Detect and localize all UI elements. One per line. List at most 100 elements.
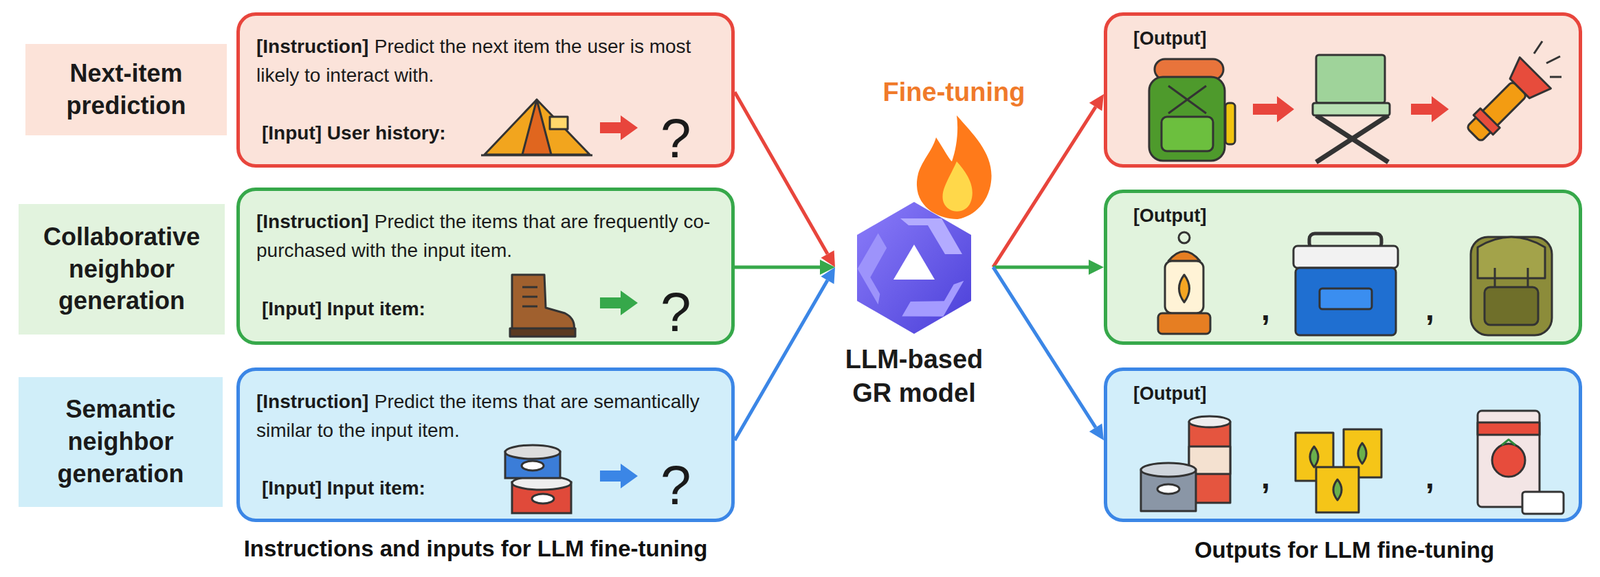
tent-icon-part [481, 154, 593, 157]
cans-icon-part [1316, 467, 1359, 513]
band-label: Collaborative neighbor generation [25, 221, 218, 318]
flow-arrow [993, 94, 1104, 268]
task-label-band: Semantic neighbor generation [18, 377, 223, 508]
backpack-icon-part [1149, 76, 1225, 161]
lantern-icon-part [1168, 251, 1200, 262]
section-caption: Instructions and inputs for LLM fine-tun… [97, 534, 854, 564]
cans-icon-part [1358, 443, 1367, 464]
flashlight-icon-part [1457, 57, 1551, 151]
boot-icon-part [522, 305, 538, 308]
backpack-icon-part [1484, 287, 1539, 326]
cans-icon-part [1189, 446, 1231, 475]
backpack-icon [1470, 237, 1552, 336]
backpack-icon-part [1168, 85, 1207, 114]
flashlight-icon-part [1549, 76, 1562, 79]
instruction-tag: [Instruction] [256, 391, 369, 413]
node-text: [Input] Input item: [261, 476, 426, 502]
arrow-line [993, 265, 1089, 269]
node-text: [Output] [1133, 204, 1207, 229]
llm-logo-part [893, 244, 935, 280]
chair-icon-part [1316, 54, 1385, 104]
cooler-icon [1293, 233, 1398, 336]
lantern-icon [1158, 232, 1211, 335]
band-label: Next-item prediction [32, 57, 220, 123]
cans-icon-part [1157, 484, 1180, 495]
arrow-line [993, 267, 1096, 428]
flow-arrow [993, 267, 1104, 441]
backpack-icon-part [1477, 237, 1546, 279]
cans-icon-part [531, 494, 554, 504]
backpack-icon-part [1154, 59, 1224, 80]
cans-icon-part [1343, 429, 1382, 478]
cans-icon [505, 445, 572, 514]
section-caption: Outputs for LLM fine-tuning [1000, 536, 1600, 565]
boot-icon-part [522, 296, 538, 299]
boot-icon-part [522, 286, 538, 289]
block-arrow [600, 463, 638, 489]
backpack-icon [1149, 59, 1236, 161]
chair-icon-part [1316, 115, 1389, 163]
llm-logo-part-part [847, 232, 910, 305]
cooler-icon-part [1295, 268, 1396, 336]
llm-logo [847, 202, 972, 335]
cooler-icon-part [1309, 233, 1382, 249]
tomato-can-icon-part [1477, 422, 1540, 436]
symbol-text: , [1261, 289, 1271, 330]
cans-icon-part [1140, 470, 1196, 512]
flashlight-icon-part-part [1473, 108, 1500, 135]
backpack-icon-part [1161, 116, 1214, 152]
arrow-line [734, 280, 828, 441]
cans-icon-part [512, 476, 572, 491]
flashlight-icon-part [1534, 41, 1543, 54]
block-arrow [600, 115, 638, 141]
task-label-band: Collaborative neighbor generation [18, 204, 225, 335]
flashlight-icon-part-part [1504, 57, 1552, 105]
block-arrow [1252, 96, 1295, 123]
cans-icon-part [512, 482, 572, 514]
llm-logo-part [847, 232, 910, 305]
lantern-icon-part [1178, 232, 1190, 244]
llm-model-node: LLM-based GR model [835, 195, 994, 413]
instruction-box: [Instruction]Predict the items that are … [236, 187, 735, 346]
flashlight-icon-part-part [1465, 81, 1527, 142]
symbol-text: , [1425, 289, 1435, 330]
flashlight-icon-part [1546, 56, 1561, 64]
annotation-label: Fine-tuning [816, 75, 1092, 110]
cans-icon [1295, 429, 1382, 513]
symbol-text: , [1261, 457, 1271, 499]
block-arrow [1410, 96, 1449, 123]
tent-icon-part [522, 99, 552, 155]
backpack-icon-part [1225, 103, 1236, 145]
flow-arrow [993, 259, 1104, 275]
instruction-text: [Instruction]Predict the items that are … [256, 207, 724, 266]
node-text: LLM-based GR model [835, 342, 994, 410]
tomato-can-icon-part [1501, 439, 1516, 446]
llm-logo-part [901, 263, 964, 335]
arrow-head [819, 259, 836, 275]
cans-icon-part [1189, 416, 1231, 428]
cans-icon [1140, 416, 1231, 512]
cans-icon-part [505, 445, 561, 460]
flow-arrow [734, 259, 836, 275]
tent-icon [481, 99, 593, 156]
tomato-can-icon-part [1522, 492, 1564, 515]
output-box: [Output],, [1103, 367, 1583, 523]
instruction-tag: [Instruction] [256, 210, 369, 233]
arrow-head [820, 267, 836, 285]
symbol-text: , [1425, 457, 1435, 499]
cans-icon-part [1189, 421, 1231, 504]
symbol-text: ? [660, 277, 692, 348]
flow-arrow [734, 92, 836, 268]
backpack-icon-part [1527, 268, 1530, 288]
task-label-band: Next-item prediction [25, 43, 227, 136]
llm-logo-part [900, 218, 963, 255]
llm-logo-part-part [901, 263, 964, 335]
arrow-line [734, 265, 820, 269]
tomato-can-icon [1477, 410, 1564, 515]
cans-icon-part [1295, 432, 1334, 482]
block-arrow [600, 290, 638, 316]
symbol-text: ? [660, 103, 692, 174]
chair-icon-part [1312, 103, 1390, 116]
